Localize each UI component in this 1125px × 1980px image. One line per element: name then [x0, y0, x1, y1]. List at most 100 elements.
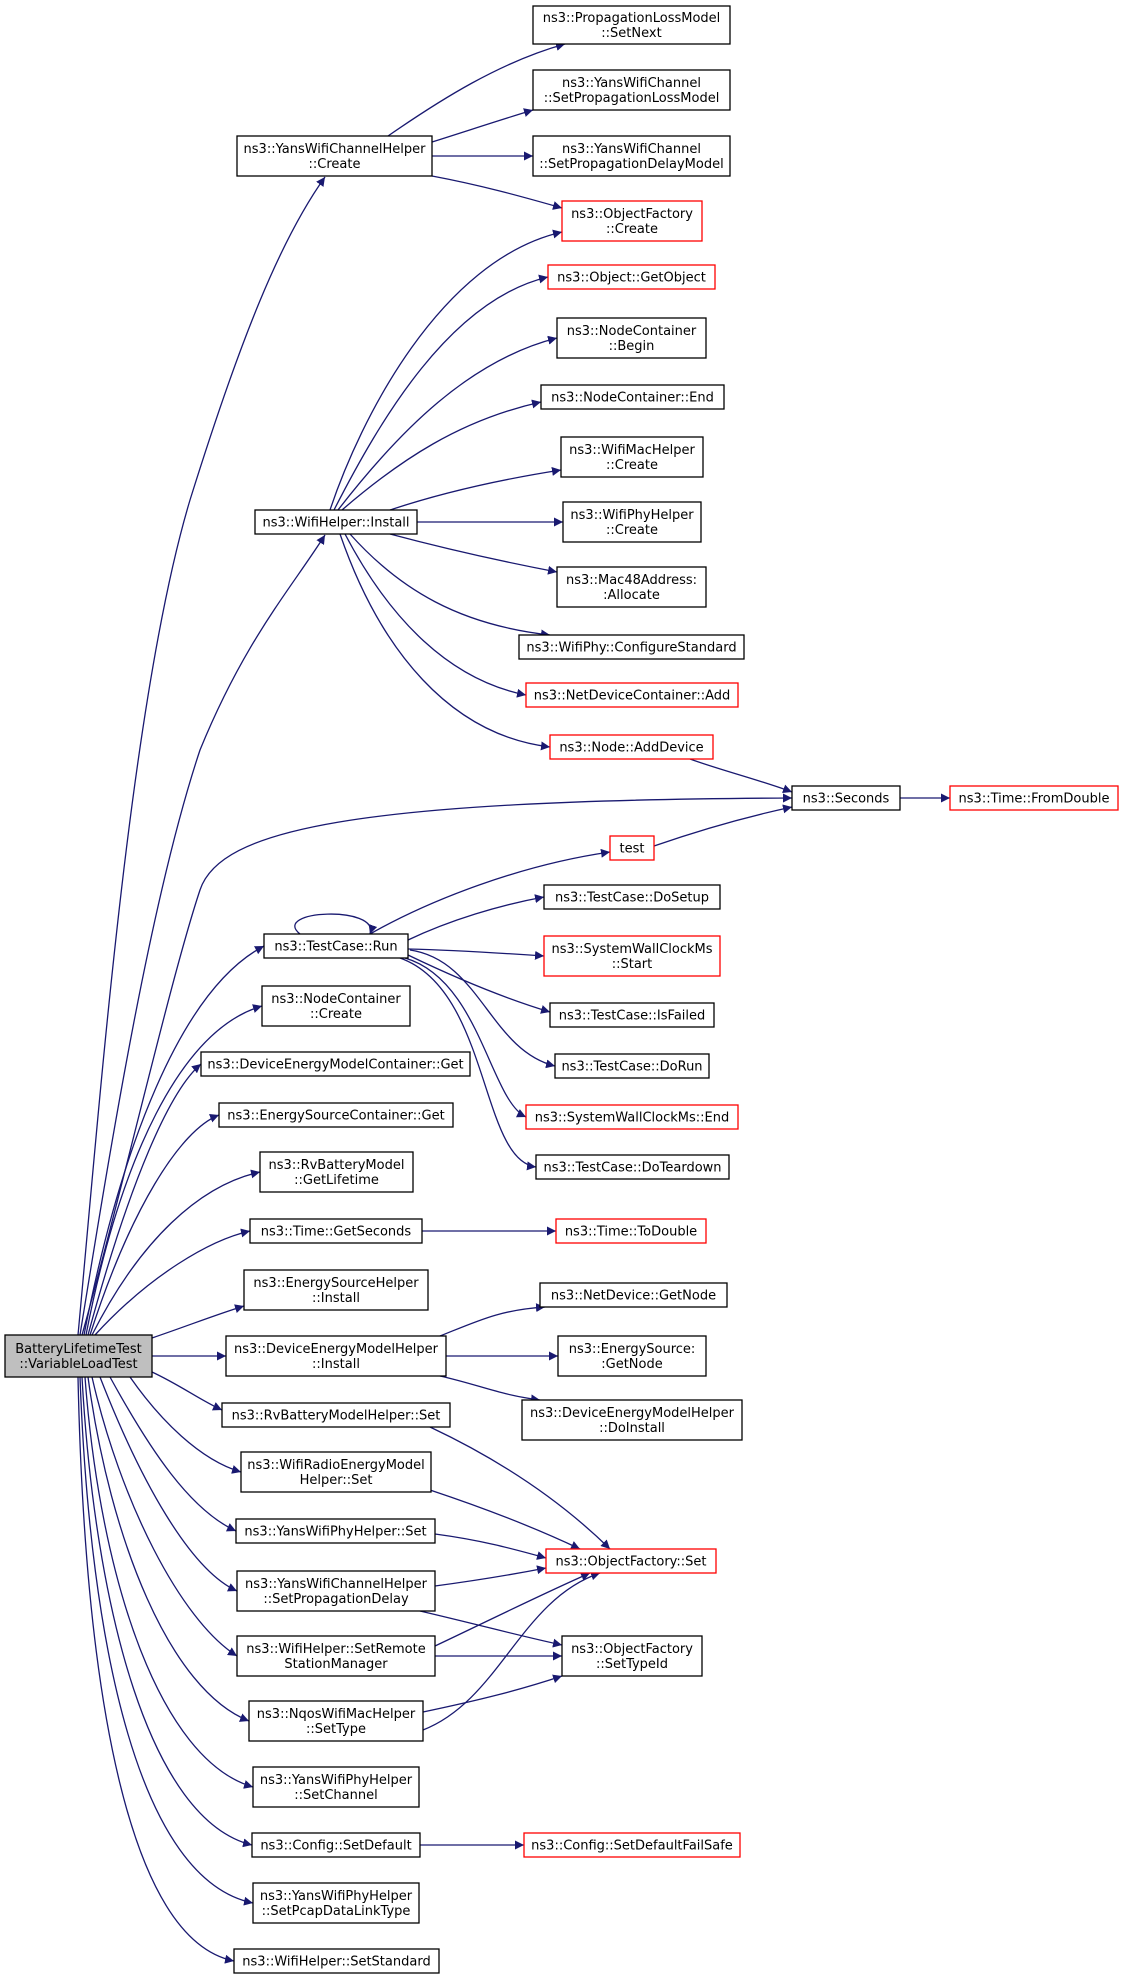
edge-root-to-wifi-helper-setstandard	[77, 1376, 235, 1964]
edge-wifi-helper-install-to-netdevice-container-add	[344, 533, 527, 698]
node-wifi-helper-install[interactable]: ns3::WifiHelper::Install	[254, 509, 418, 535]
edge-testcase-run-to-testcase-run	[294, 913, 378, 935]
node-box	[560, 436, 704, 478]
node-time-fromdouble[interactable]: ns3::Time::FromDouble	[949, 785, 1119, 811]
node-box	[259, 1151, 414, 1193]
edge-root-to-yans-channel-helper-create	[77, 176, 326, 1336]
node-box	[540, 384, 725, 410]
node-wifi-mac-helper-create[interactable]: ns3::WifiMacHelper::Create	[560, 436, 704, 478]
node-label: ns3::DeviceEnergyModelContainer::Get	[207, 1058, 463, 1073]
node-box	[235, 1518, 436, 1544]
edge-wifi-radio-energy-set-to-object-factory-set	[429, 1489, 581, 1550]
node-label: ns3::NetDeviceContainer::Add	[534, 689, 731, 704]
node-label: ::Create	[309, 157, 361, 172]
node-testcase-dorun[interactable]: ns3::TestCase::DoRun	[554, 1053, 710, 1079]
node-box	[791, 785, 901, 811]
node-es-container-get[interactable]: ns3::EnergySourceContainer::Get	[218, 1102, 454, 1128]
edge-dem-helper-install-to-netdevice-getnode	[439, 1303, 546, 1337]
node-label: ::SetChannel	[294, 1788, 377, 1803]
edge-wifi-helper-install-to-object-factory-create	[329, 229, 563, 511]
node-dem-helper-doinstall[interactable]: ns3::DeviceEnergyModelHelper::DoInstall	[521, 1399, 743, 1441]
node-label: ns3::Time::ToDouble	[565, 1225, 697, 1240]
node-wallclock-start[interactable]: ns3::SystemWallClockMs::Start	[543, 935, 721, 977]
node-seconds[interactable]: ns3::Seconds	[791, 785, 901, 811]
node-rv-getlifetime[interactable]: ns3::RvBatteryModel::GetLifetime	[259, 1151, 414, 1193]
node-testcase-isfailed[interactable]: ns3::TestCase::IsFailed	[549, 1002, 715, 1028]
node-mac48-allocate[interactable]: ns3::Mac48Address::Allocate	[556, 566, 707, 608]
node-wifiphy-configure[interactable]: ns3::WifiPhy::ConfigureStandard	[518, 634, 745, 660]
node-label: ns3::YansWifiChannelHelper	[244, 142, 427, 157]
node-testcase-run[interactable]: ns3::TestCase::Run	[263, 933, 409, 959]
node-label: ::SetType	[306, 1722, 366, 1737]
node-nqos-settype[interactable]: ns3::NqosWifiMacHelper::SetType	[248, 1700, 424, 1742]
edge-root-to-wifi-radio-energy-set	[129, 1376, 242, 1474]
edge-root-to-nqos-settype	[87, 1376, 250, 1722]
node-testcase-doteardown[interactable]: ns3::TestCase::DoTeardown	[535, 1154, 730, 1180]
node-object-getobject[interactable]: ns3::Object::GetObject	[547, 264, 716, 290]
edge-nqos-settype-to-object-factory-settypeid	[422, 1674, 563, 1713]
node-object-factory-create[interactable]: ns3::ObjectFactory::Create	[561, 200, 703, 242]
node-label: ns3::ObjectFactory	[571, 1642, 693, 1657]
node-es-helper-install[interactable]: ns3::EnergySourceHelper::Install	[243, 1269, 429, 1311]
node-label: ns3::Node::AddDevice	[559, 741, 703, 756]
node-object-factory-set[interactable]: ns3::ObjectFactory::Set	[545, 1548, 717, 1574]
node-config-setdefault[interactable]: ns3::Config::SetDefault	[251, 1832, 421, 1858]
node-yans-phy-setchannel[interactable]: ns3::YansWifiPhyHelper::SetChannel	[252, 1766, 420, 1808]
node-box	[521, 1399, 743, 1441]
node-prop-loss-setnext[interactable]: ns3::PropagationLossModel::SetNext	[532, 5, 731, 45]
edge-root-to-yans-phy-setpcap	[79, 1376, 254, 1906]
node-box	[252, 1882, 420, 1924]
node-box	[562, 501, 702, 543]
node-node-container-end[interactable]: ns3::NodeContainer::End	[540, 384, 725, 410]
node-label: BatteryLifetimeTest	[15, 1342, 142, 1357]
node-yans-channel-set-prop-delay[interactable]: ns3::YansWifiChannelHelper::SetPropagati…	[236, 1570, 436, 1612]
node-label: ns3::DeviceEnergyModelHelper	[234, 1342, 439, 1357]
node-wallclock-end[interactable]: ns3::SystemWallClockMs::End	[525, 1104, 739, 1130]
node-yans-channel-helper-create[interactable]: ns3::YansWifiChannelHelper::Create	[236, 135, 433, 177]
edge-yans-channel-helper-create-to-yans-channel-set-loss	[431, 108, 534, 143]
node-label: ns3::WifiHelper::SetRemote	[246, 1642, 425, 1657]
node-box	[254, 509, 418, 535]
node-label: ns3::TestCase::DoTeardown	[543, 1161, 721, 1176]
node-config-setdefaultfailsafe[interactable]: ns3::Config::SetDefaultFailSafe	[523, 1832, 741, 1858]
node-time-getseconds[interactable]: ns3::Time::GetSeconds	[249, 1218, 423, 1244]
node-box	[200, 1051, 471, 1077]
node-wifi-helper-setstandard[interactable]: ns3::WifiHelper::SetStandard	[233, 1948, 440, 1974]
node-box	[248, 1700, 424, 1742]
node-box	[240, 1451, 432, 1493]
node-testcase-dosetup[interactable]: ns3::TestCase::DoSetup	[543, 884, 721, 910]
node-dem-container-get[interactable]: ns3::DeviceEnergyModelContainer::Get	[200, 1051, 471, 1077]
node-label: ns3::RvBatteryModel	[269, 1158, 405, 1173]
node-energysource-getnode[interactable]: ns3::EnergySource::GetNode	[557, 1335, 707, 1377]
node-box	[545, 1548, 717, 1574]
node-netdevice-container-add[interactable]: ns3::NetDeviceContainer::Add	[525, 682, 739, 708]
edge-yans-channel-helper-create-to-prop-loss-setnext	[387, 42, 566, 137]
node-time-todouble[interactable]: ns3::Time::ToDouble	[555, 1218, 707, 1244]
node-node-container-create[interactable]: ns3::NodeContainer::Create	[261, 985, 411, 1027]
node-box	[554, 1053, 710, 1079]
node-yans-phy-helper-set[interactable]: ns3::YansWifiPhyHelper::Set	[235, 1518, 436, 1544]
node-netdevice-getnode[interactable]: ns3::NetDevice::GetNode	[539, 1282, 728, 1308]
edge-testcase-run-to-testcase-dorun	[409, 949, 556, 1069]
node-box	[243, 1269, 429, 1311]
node-node-adddevice[interactable]: ns3::Node::AddDevice	[549, 734, 714, 760]
node-yans-channel-set-loss[interactable]: ns3::YansWifiChannel::SetPropagationLoss…	[532, 69, 731, 111]
node-wifi-phy-helper-create[interactable]: ns3::WifiPhyHelper::Create	[562, 501, 702, 543]
node-dem-helper-install[interactable]: ns3::DeviceEnergyModelHelper::Install	[225, 1335, 447, 1377]
node-yans-phy-setpcap[interactable]: ns3::YansWifiPhyHelper::SetPcapDataLinkT…	[252, 1882, 420, 1924]
edge-wifi-helper-install-to-node-container-begin	[337, 335, 558, 511]
node-label: ns3::TestCase::Run	[274, 940, 397, 955]
node-label: ::DoInstall	[599, 1421, 665, 1436]
node-box	[532, 5, 731, 45]
node-label: ns3::SystemWallClockMs	[551, 942, 712, 957]
node-node-container-begin[interactable]: ns3::NodeContainer::Begin	[556, 317, 707, 359]
node-label: ns3::ObjectFactory::Set	[555, 1555, 706, 1570]
node-test[interactable]: test	[609, 835, 655, 861]
node-object-factory-settypeid[interactable]: ns3::ObjectFactory::SetTypeId	[561, 1635, 703, 1677]
node-box	[236, 1570, 436, 1612]
node-yans-channel-set-delay[interactable]: ns3::YansWifiChannel::SetPropagationDela…	[532, 135, 731, 177]
node-rv-helper-set[interactable]: ns3::RvBatteryModelHelper::Set	[221, 1402, 451, 1428]
node-root[interactable]: BatteryLifetimeTest::VariableLoadTest	[4, 1334, 153, 1378]
